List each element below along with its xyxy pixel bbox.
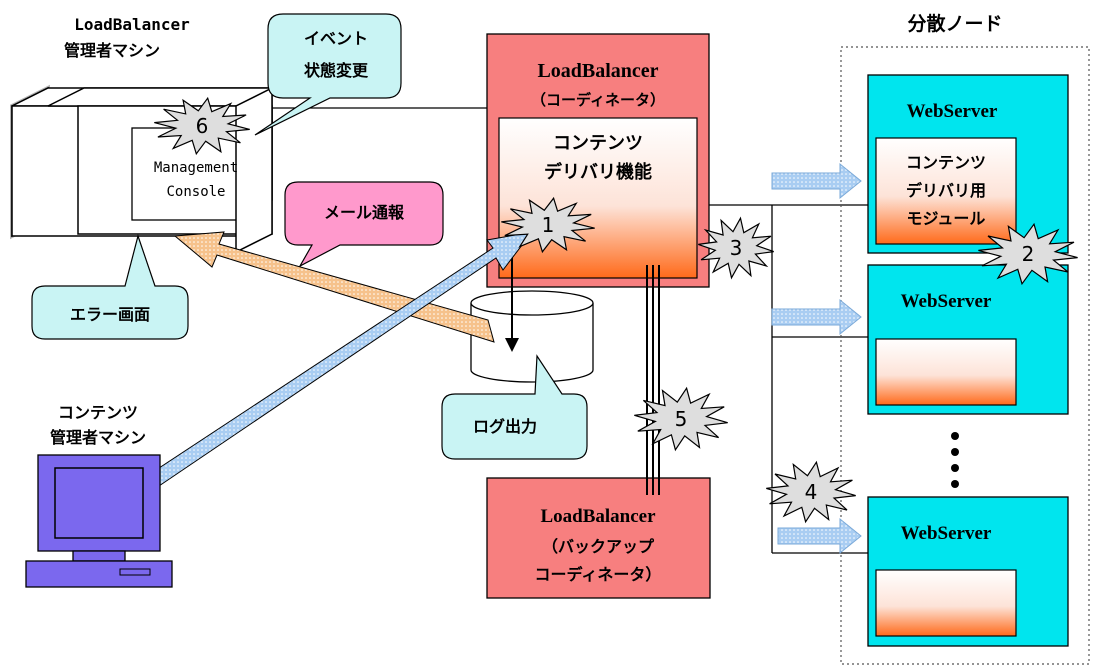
lb-admin-label-line1: LoadBalancer xyxy=(74,15,190,34)
content-admin-label-line2: 管理者マシン xyxy=(50,428,146,447)
error-callout-text: エラー画面 xyxy=(70,305,150,324)
mail-callout-text: メール通報 xyxy=(324,203,405,222)
content-upload-arrow xyxy=(149,231,534,487)
delivery-function-line2: デリバリ機能 xyxy=(544,161,652,183)
delivery-arrow-1 xyxy=(771,162,862,200)
delivery-function-line1: コンテンツ xyxy=(553,133,643,154)
more-nodes-ellipsis xyxy=(951,432,959,488)
step-marker-6 xyxy=(154,96,250,156)
step-marker-label-1: 1 xyxy=(542,213,555,237)
module-label-line3: モジュール xyxy=(907,209,986,228)
step-marker-3 xyxy=(698,216,774,280)
step-marker-5 xyxy=(634,386,728,452)
delivery-arrow-2 xyxy=(771,298,862,336)
lb-admin-label-line2: 管理者マシン xyxy=(64,41,160,60)
step-marker-1 xyxy=(501,196,595,254)
mail-notification-arrow xyxy=(173,231,495,343)
log-database xyxy=(470,290,594,383)
delivery-arrow-3 xyxy=(777,517,862,555)
webserver-node-3 xyxy=(867,496,1069,647)
webserver-node-1 xyxy=(867,74,1069,254)
content-admin-pc xyxy=(25,454,173,588)
step-marker-label-2: 2 xyxy=(1022,242,1035,266)
webserver-node-2 xyxy=(867,264,1069,415)
webserver-1-label: WebServer xyxy=(907,101,998,122)
step-marker-label-5: 5 xyxy=(675,407,688,431)
console-label-line1: Management xyxy=(154,160,238,176)
log-output-callout: ログ出力 xyxy=(441,354,588,460)
module-label-line2: デリバリ用 xyxy=(906,181,986,200)
step-marker-label-6: 6 xyxy=(196,114,209,138)
step-marker-label-4: 4 xyxy=(805,480,818,504)
step-marker-label-3: 3 xyxy=(730,236,743,260)
error-callout: エラー画面 xyxy=(31,233,189,340)
module-label-line1: コンテンツ xyxy=(906,153,986,172)
backup-title-line2: （バックアップ xyxy=(542,537,655,556)
step-marker-4 xyxy=(766,460,856,524)
distributed-nodes-title: 分散ノード xyxy=(907,12,1002,35)
webserver-3-label: WebServer xyxy=(901,523,992,544)
console-label-line2: Console xyxy=(166,184,225,200)
lb-backup-coordinator xyxy=(486,477,711,599)
log-output-arrow xyxy=(505,245,519,352)
log-callout-text: ログ出力 xyxy=(473,417,537,436)
webserver-2-label: WebServer xyxy=(901,291,992,312)
event-callout-line1: イベント xyxy=(304,29,368,48)
event-callout: イベント 状態変更 xyxy=(254,13,402,136)
event-callout-line2: 状態変更 xyxy=(304,61,369,80)
mail-notification-callout: メール通報 xyxy=(284,181,444,268)
coordinator-title-line2: （コーディネータ） xyxy=(531,91,665,109)
coordinator-title-line1: LoadBalancer xyxy=(537,60,658,82)
backup-title-line3: コーディネータ） xyxy=(535,565,662,584)
coordinator-sync-lines xyxy=(646,265,660,495)
step-marker-2 xyxy=(978,222,1078,286)
distributed-nodes-frame xyxy=(840,46,1090,665)
backup-title-line1: LoadBalancer xyxy=(540,506,656,527)
content-admin-label-line1: コンテンツ xyxy=(58,403,138,422)
